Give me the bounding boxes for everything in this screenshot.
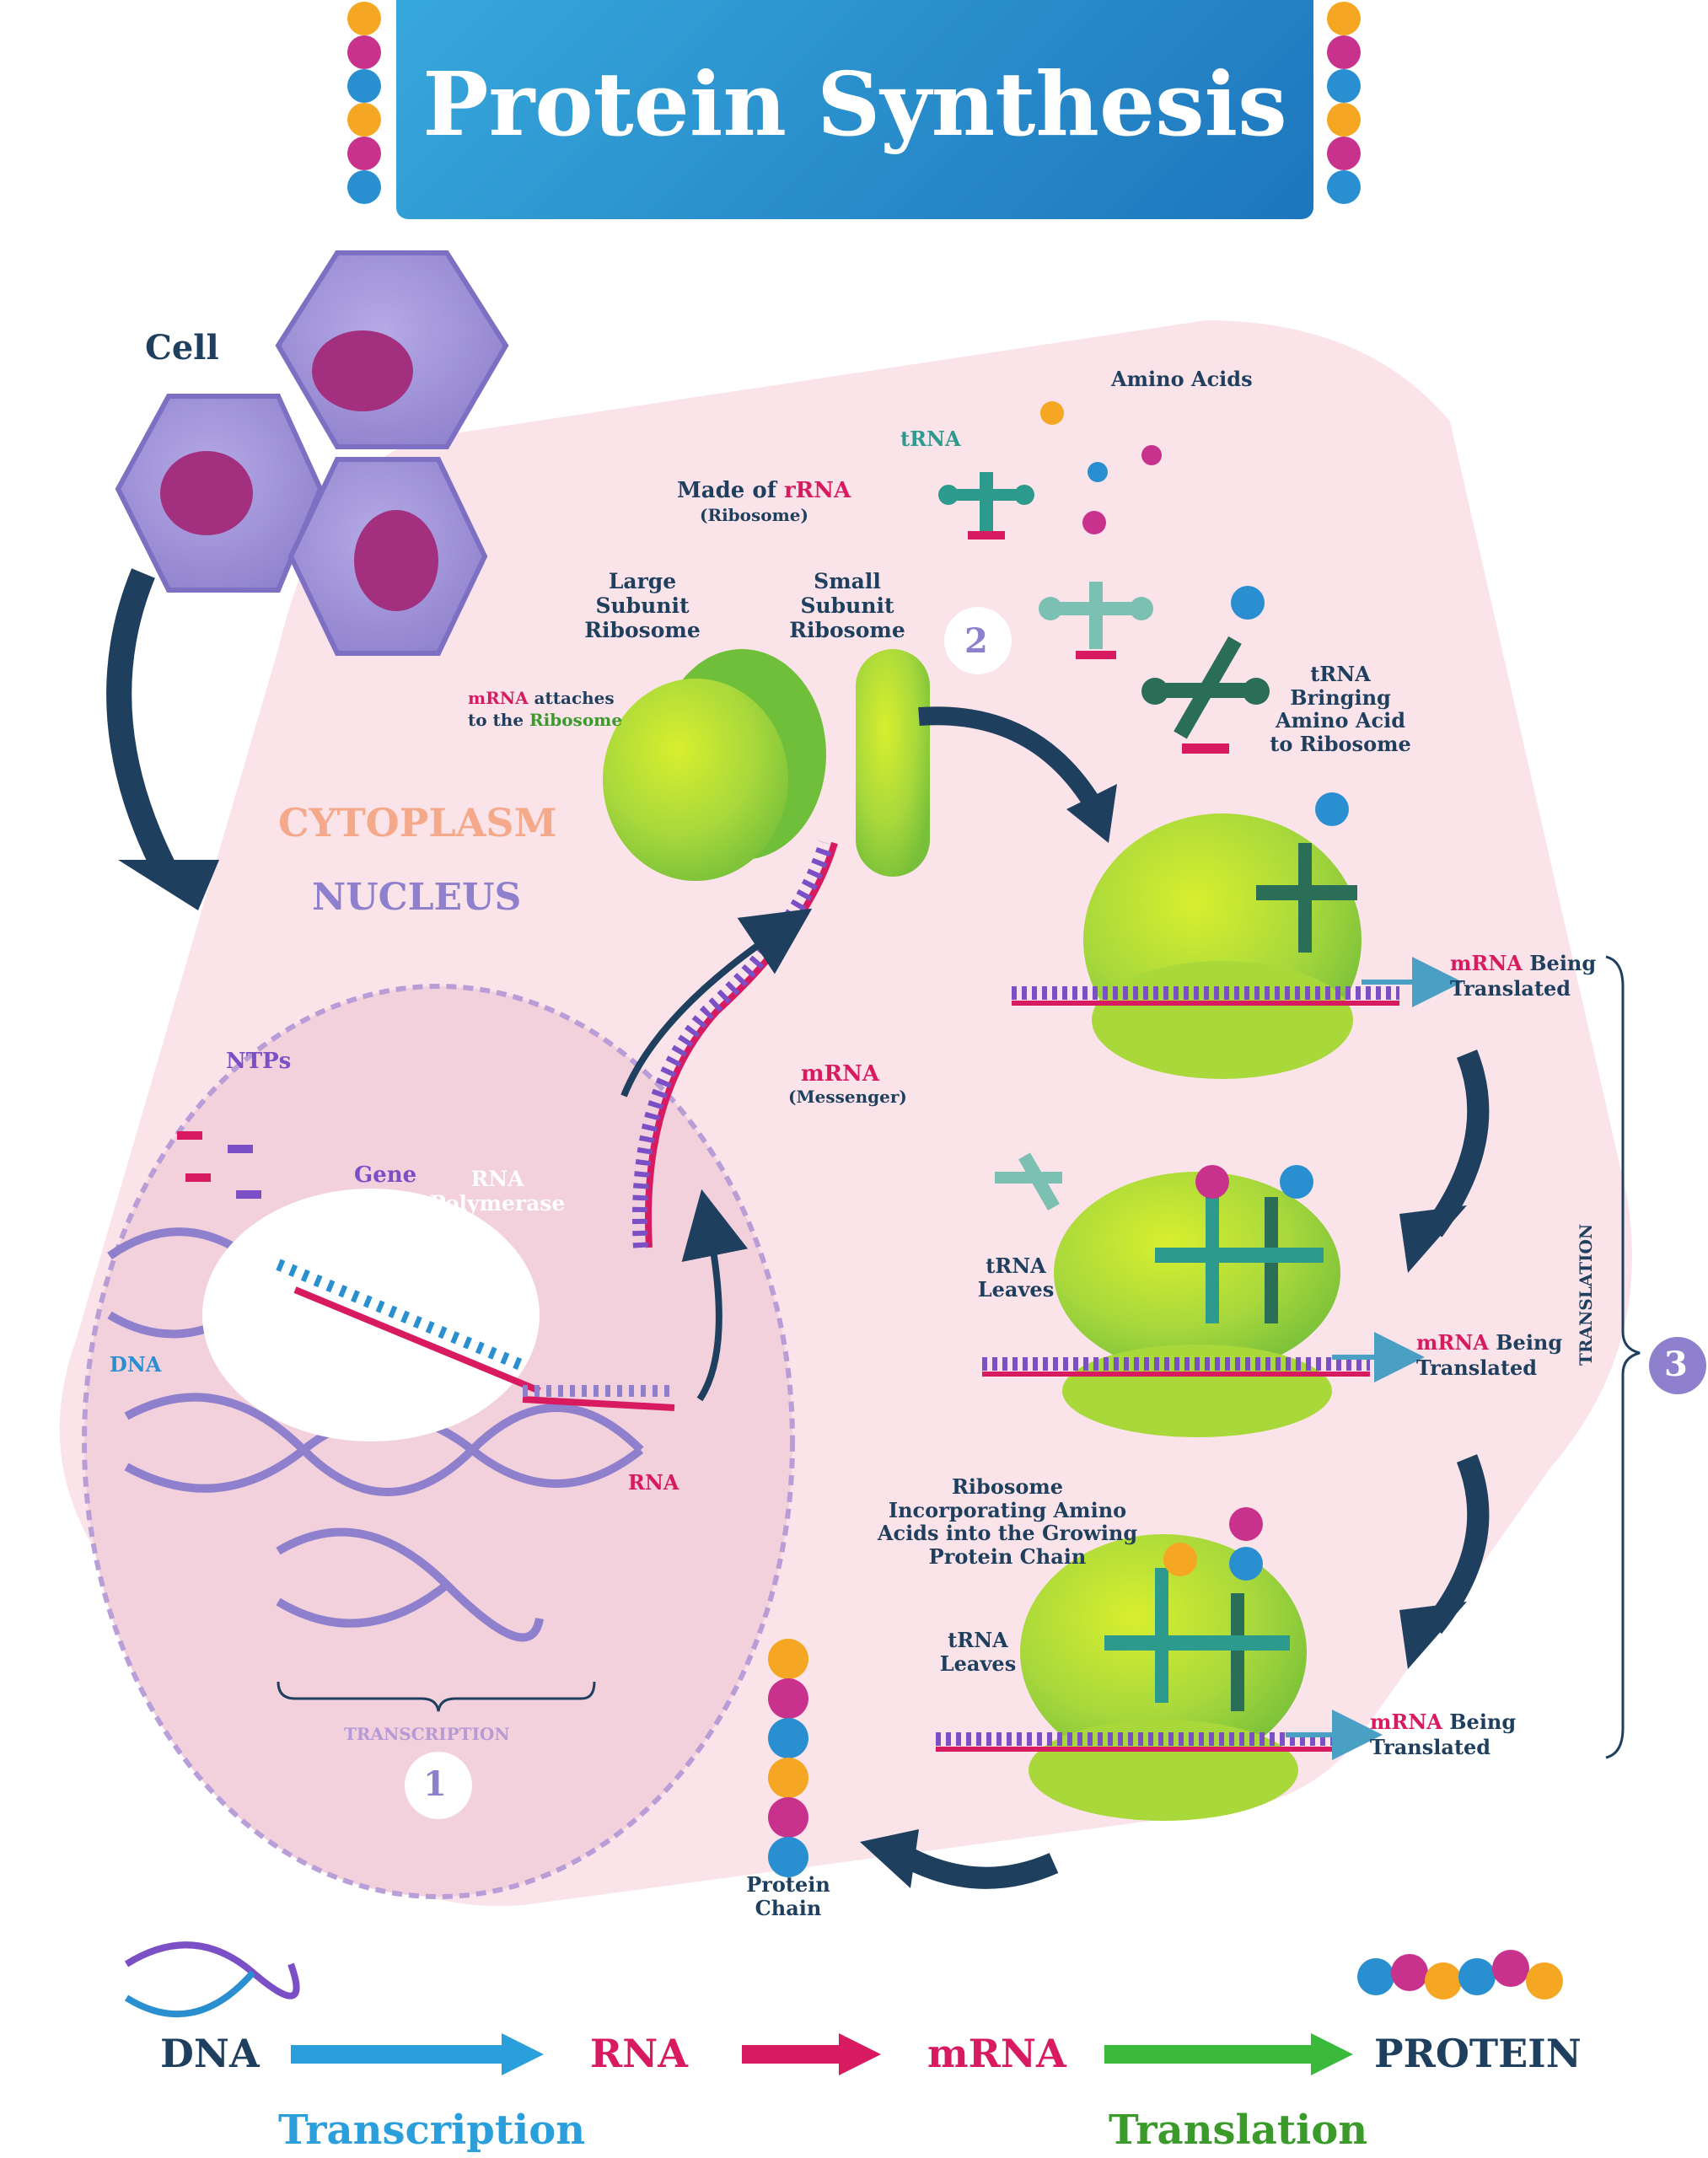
mrna-messenger-label: (Messenger) [788, 1087, 907, 1107]
trna-leaves-label-1: tRNA Leaves [977, 1253, 1055, 1302]
translation-small-label: TRANSLATION [1576, 1223, 1596, 1366]
flow-mrna: mRNA [927, 2031, 1066, 2076]
mrna-label: mRNA [801, 1061, 880, 1087]
subunit-to-ribosome-arrow [918, 706, 1104, 814]
cytoplasm-label: CYTOPLASM [278, 800, 557, 845]
flow-protein: PROTEIN [1374, 2031, 1582, 2076]
ribosome-paren-label: (Ribosome) [700, 505, 808, 525]
step1-circle [405, 1752, 472, 1819]
step2-number: 2 [964, 621, 988, 661]
page-title: Protein Synthesis [422, 52, 1287, 156]
incorporating-label: Ribosome Incorporating Amino Acids into … [877, 1474, 1138, 1569]
transcription-small-label: TRANSCRIPTION [344, 1724, 510, 1744]
small-subunit-label: Small Subunit Ribosome [789, 569, 905, 642]
flow-translation: Translation [1109, 2107, 1368, 2154]
trna-bringing-label: tRNA Bringing Amino Acid to Ribosome [1270, 662, 1411, 756]
gene-label: Gene [354, 1162, 417, 1188]
flow-dna: DNA [160, 2031, 260, 2076]
bottom-dna-icon [124, 1941, 300, 2018]
flow-transcription: Transcription [278, 2107, 586, 2154]
title-beads-left [347, 2, 381, 204]
mrna-attaches-label: mRNA attaches to the Ribosome [468, 688, 623, 730]
step1-number: 1 [423, 1764, 447, 1804]
trna-label: tRNA [900, 427, 961, 451]
amino-acids-label: Amino Acids [1111, 367, 1253, 391]
protein-chain-label: Protein Chain [746, 1872, 830, 1920]
title-banner [396, 0, 1313, 219]
rna-label: RNA [628, 1470, 679, 1495]
bottom-protein-icon [1357, 1950, 1563, 2000]
trna-leaves-label-2: tRNA Leaves [939, 1628, 1017, 1676]
ribosome-complex-2 [982, 1152, 1370, 1437]
ntps-cluster [177, 1131, 261, 1199]
mrna-being-translated-1: mRNA Being Translated [1450, 951, 1597, 1001]
transcription-bracket [277, 1681, 596, 1712]
large-subunit-label: Large Subunit Ribosome [584, 569, 701, 642]
step2-circle [944, 607, 1012, 674]
made-of-label: Made of rRNA [677, 478, 851, 503]
translation-bracket [1605, 955, 1641, 1759]
title-beads-right [1327, 2, 1361, 204]
cell-to-nucleus-arrow [106, 568, 180, 883]
step3-number: 3 [1664, 1345, 1688, 1384]
dna-label: DNA [110, 1352, 162, 1377]
nucleus-label: NUCLEUS [312, 876, 522, 919]
flow-rna: RNA [590, 2031, 688, 2076]
ribosome-complex-3 [936, 1507, 1332, 1821]
cell-label: Cell [145, 328, 219, 368]
ntps-label: NTPs [226, 1049, 292, 1074]
ribosome-complex-1 [1012, 792, 1399, 1079]
mrna-being-translated-3: mRNA Being Translated [1370, 1710, 1517, 1759]
step3-circle [1649, 1337, 1706, 1394]
rna-strand [522, 1396, 675, 1411]
rna-polymerase-label: RNA Polymerase [429, 1167, 566, 1216]
cell-group [115, 250, 509, 656]
nucleus-membrane [82, 984, 795, 1899]
mrna-being-translated-2: mRNA Being Translated [1416, 1330, 1563, 1380]
ribosome-subunits [603, 649, 930, 881]
protein-chain [768, 1639, 808, 1877]
trna-molecules-top [938, 401, 1270, 754]
rna-polymerase [202, 1189, 540, 1441]
